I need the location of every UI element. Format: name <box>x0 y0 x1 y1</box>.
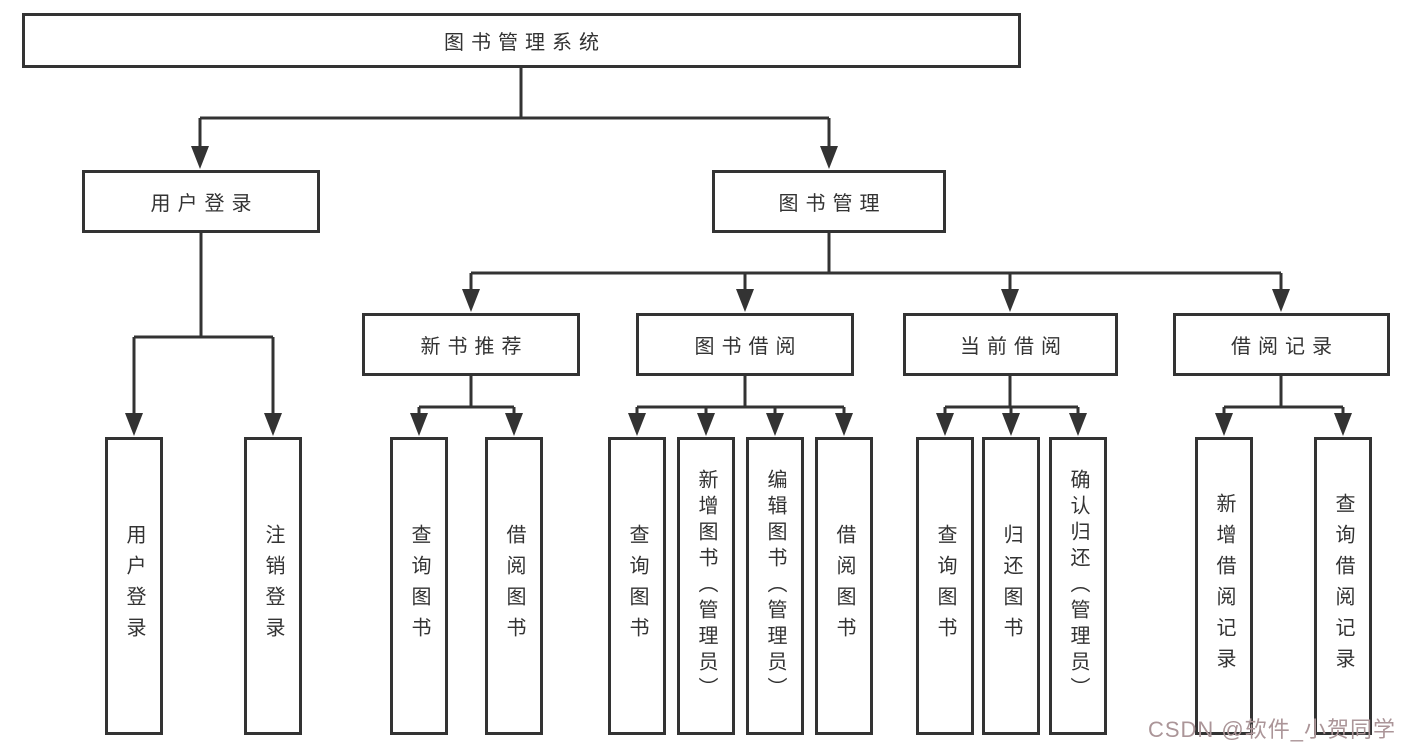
leaf-current-return-label: 归还图书 <box>1000 524 1022 648</box>
node-user-login-group: 用户登录 <box>82 170 320 233</box>
leaf-borrow-query: 查询图书 <box>608 437 666 735</box>
leaf-newbook-borrow-label: 借阅图书 <box>503 524 525 648</box>
leaf-current-confirm-return: 确认归还（管理员） <box>1049 437 1107 735</box>
leaf-record-add-label: 新增借阅记录 <box>1213 493 1235 679</box>
node-root-system-label: 图书管理系统 <box>444 32 606 54</box>
leaf-borrow-add-book: 新增图书（管理员） <box>677 437 735 735</box>
leaf-logout-label: 注销登录 <box>262 524 284 648</box>
leaf-record-add: 新增借阅记录 <box>1195 437 1253 735</box>
arrowheads <box>125 146 1352 436</box>
connector-lines <box>132 68 1345 418</box>
node-root-system: 图书管理系统 <box>22 13 1021 68</box>
node-current-borrowing-label: 当前借阅 <box>960 336 1068 358</box>
leaf-user-login: 用户登录 <box>105 437 163 735</box>
node-borrowing-records-label: 借阅记录 <box>1231 336 1339 358</box>
leaf-borrow-add-book-label: 新增图书（管理员） <box>695 469 717 703</box>
node-new-book-recommend: 新书推荐 <box>362 313 580 376</box>
leaf-borrow-book-label: 借阅图书 <box>833 524 855 648</box>
node-book-borrowing-label: 图书借阅 <box>694 336 803 358</box>
leaf-newbook-query-label: 查询图书 <box>408 524 430 648</box>
leaf-borrow-book: 借阅图书 <box>815 437 873 735</box>
leaf-borrow-edit-book: 编辑图书（管理员） <box>746 437 804 735</box>
node-new-book-recommend-label: 新书推荐 <box>420 336 529 358</box>
leaf-current-return: 归还图书 <box>982 437 1040 735</box>
leaf-newbook-borrow: 借阅图书 <box>485 437 543 735</box>
leaf-logout: 注销登录 <box>244 437 302 735</box>
leaf-record-query-label: 查询借阅记录 <box>1332 493 1354 679</box>
node-borrowing-records: 借阅记录 <box>1173 313 1390 376</box>
node-book-management-label: 图书管理 <box>778 193 887 215</box>
leaf-current-query: 查询图书 <box>916 437 974 735</box>
node-book-management: 图书管理 <box>712 170 946 233</box>
leaf-borrow-query-label: 查询图书 <box>626 524 648 648</box>
leaf-user-login-label: 用户登录 <box>123 524 145 648</box>
leaf-current-query-label: 查询图书 <box>934 524 956 648</box>
csdn-watermark: CSDN @软件_小贺同学 <box>1147 717 1396 742</box>
node-book-borrowing: 图书借阅 <box>636 313 854 376</box>
leaf-newbook-query: 查询图书 <box>390 437 448 735</box>
leaf-record-query: 查询借阅记录 <box>1314 437 1372 735</box>
node-user-login-group-label: 用户登录 <box>150 193 259 215</box>
leaf-borrow-edit-book-label: 编辑图书（管理员） <box>764 469 786 703</box>
node-current-borrowing: 当前借阅 <box>903 313 1118 376</box>
leaf-current-confirm-return-label: 确认归还（管理员） <box>1067 469 1089 703</box>
